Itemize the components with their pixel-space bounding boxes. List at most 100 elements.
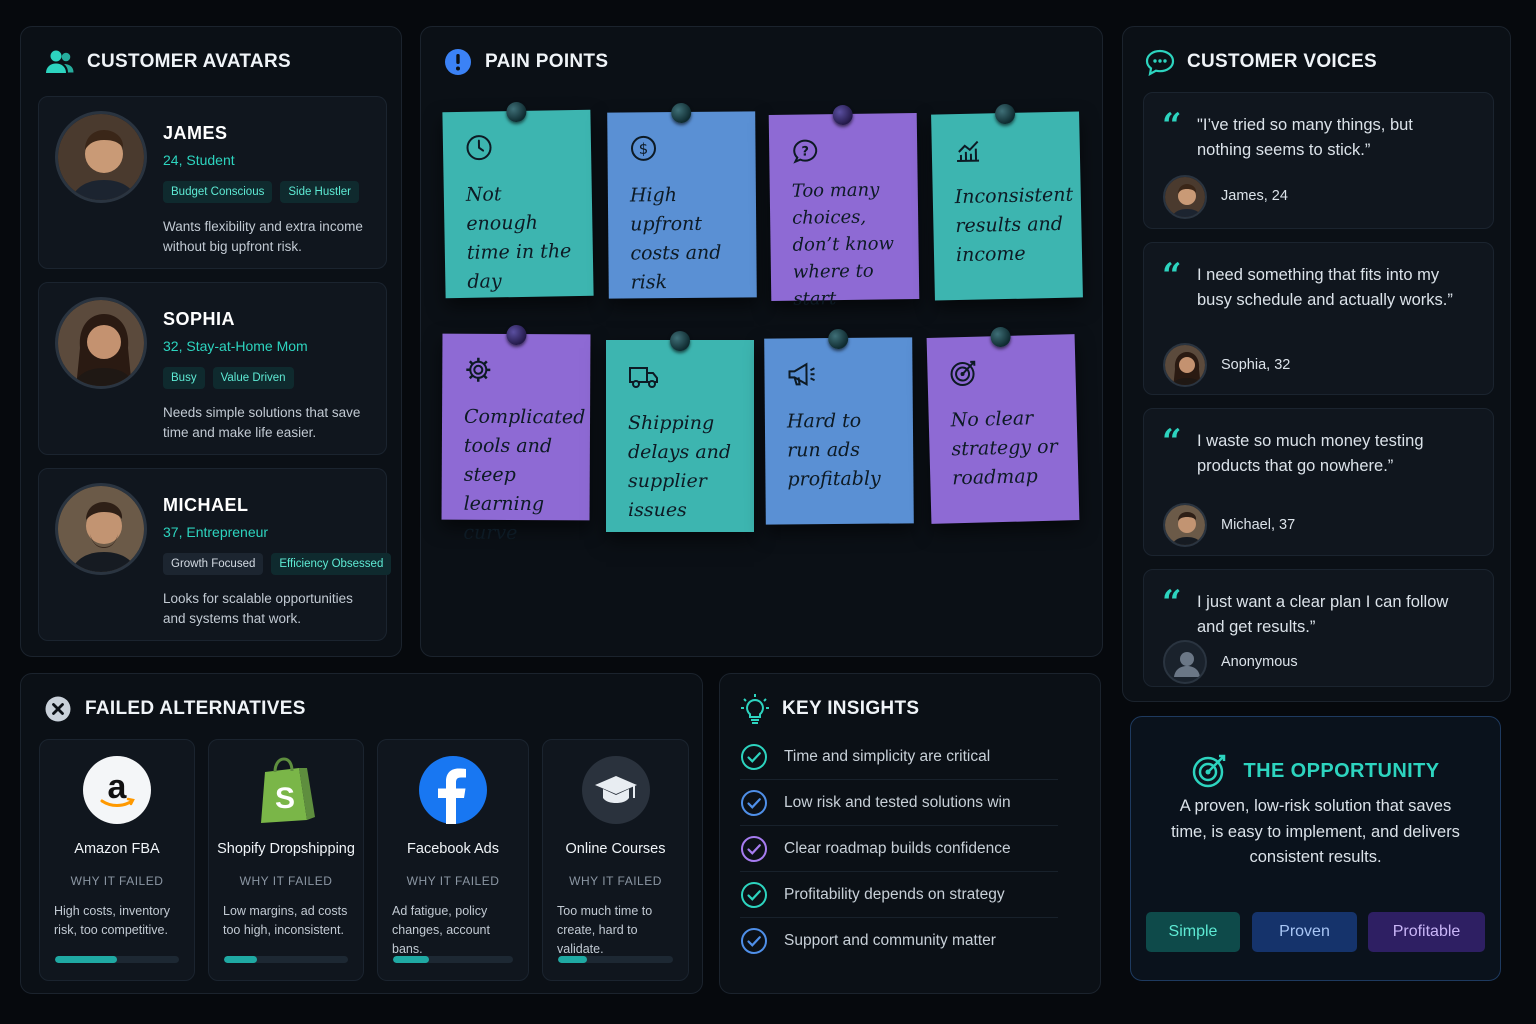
customer-voices-panel: CUSTOMER VOICES “ "I’ve tried so many th… [1122, 26, 1511, 702]
quote-icon: “ [1162, 583, 1182, 623]
failed-header: FAILED ALTERNATIVES [43, 694, 306, 724]
failed-description: High costs, inventory risk, too competit… [54, 904, 171, 937]
target-icon [1193, 754, 1226, 788]
avatar-card-michael[interactable]: MICHAEL 37, Entrepreneur Growth Focused … [38, 468, 392, 641]
sticky-note-text: High upfront costs and risk [629, 184, 722, 294]
pin-icon [671, 102, 692, 124]
quote-icon: “ [1162, 106, 1182, 146]
voice-card: “ "I’ve tried so many things, but nothin… [1143, 92, 1494, 229]
insight-item: Time and simplicity are critical [740, 734, 1058, 780]
insight-text: Clear roadmap builds confidence [784, 839, 1011, 857]
opportunity-description: A proven, low-risk solution that saves t… [1171, 797, 1460, 866]
failed-description: Ad fatigue, policy changes, account bans… [392, 904, 490, 956]
voice-quote: "I’ve tried so many things, but nothing … [1197, 116, 1413, 159]
dollar-icon: $ [631, 135, 657, 161]
avatar-card-sophia[interactable]: SOPHIA 32, Stay-at-Home Mom Busy Value D… [38, 282, 387, 455]
amazon-icon: a [83, 756, 151, 824]
sticky-note-text: Not enough time in the day [465, 183, 572, 293]
insight-item: Support and community matter [740, 918, 1058, 964]
failed-alternatives-panel: FAILED ALTERNATIVES a Amazon FBA WHY IT … [20, 673, 703, 994]
progress-fill [224, 956, 258, 963]
progress-bar [558, 956, 673, 963]
failed-description: Low margins, ad costs too high, inconsis… [223, 904, 348, 937]
exclamation-icon [443, 47, 473, 77]
avatar-description: Looks for scalable opportunities and sys… [163, 591, 353, 626]
failed-card[interactable]: Online Courses WHY IT FAILED Too much ti… [542, 739, 689, 981]
sticky-note[interactable]: No clear strategy or roadmap [926, 326, 1080, 524]
progress-bar [55, 956, 179, 963]
svg-text:a: a [108, 768, 128, 806]
truck-icon [629, 367, 658, 388]
avatars-title: CUSTOMER AVATARS [87, 51, 291, 72]
failed-card[interactable]: S Shopify Dropshipping WHY IT FAILED Low… [208, 739, 364, 981]
pain-points-title: PAIN POINTS [485, 51, 609, 72]
check-circle-icon [741, 928, 767, 954]
avatar-name: JAMES [163, 123, 228, 143]
sticky-note[interactable]: Inconsistent results and income [931, 103, 1083, 301]
sticky-note-text: Inconsistent results and income [954, 183, 1074, 267]
graduation-cap-icon [581, 756, 650, 824]
sticky-note[interactable]: Not enough time in the day [442, 101, 594, 299]
sticky-note-text: Shipping delays and supplier issues [628, 412, 732, 521]
check-circle-icon [741, 789, 767, 816]
chart-icon [957, 140, 980, 163]
simple-button[interactable]: Simple [1146, 912, 1240, 952]
why-failed-label: WHY IT FAILED [70, 874, 164, 888]
voice-quote: I just want a clear plan I can follow an… [1197, 593, 1449, 636]
pin-icon [506, 101, 527, 123]
check-circle-icon [741, 835, 767, 862]
progress-fill [393, 956, 429, 963]
sticky-note[interactable]: Complicated tools and steep learning cur… [441, 324, 591, 544]
insight-item: Profitability depends on strategy [740, 872, 1058, 918]
failed-name: Amazon FBA [74, 841, 160, 857]
opportunity-title: THE OPPORTUNITY [1243, 759, 1440, 782]
failed-card[interactable]: Facebook Ads WHY IT FAILED Ad fatigue, p… [377, 739, 529, 981]
pin-icon [832, 104, 853, 126]
pin-icon [994, 103, 1016, 125]
avatar-subtitle: 24, Student [163, 152, 235, 168]
progress-fill [558, 956, 587, 963]
megaphone-icon [788, 362, 815, 387]
users-icon [45, 47, 75, 77]
voice-card: “ I need something that fits into my bus… [1143, 242, 1494, 395]
profitable-button[interactable]: Profitable [1368, 912, 1485, 952]
avatar-card-james[interactable]: JAMES 24, Student Budget Conscious Side … [38, 96, 387, 269]
why-failed-label: WHY IT FAILED [569, 874, 662, 888]
lightbulb-icon [740, 694, 770, 724]
voice-author: Anonymous [1221, 654, 1298, 670]
insights-title: KEY INSIGHTS [782, 698, 920, 719]
key-insights-panel: KEY INSIGHTS Time and simplicity are cri… [719, 673, 1101, 994]
voice-quote: I waste so much money testing products t… [1197, 432, 1424, 475]
why-failed-label: WHY IT FAILED [239, 874, 333, 888]
sticky-note[interactable]: Hard to run ads profitably [764, 328, 914, 525]
opportunity-panel: THE OPPORTUNITY A proven, low-risk solut… [1130, 716, 1501, 981]
sticky-note-text: Complicated tools and steep learning cur… [463, 405, 586, 545]
avatar-tag: Side Hustler [280, 181, 359, 203]
customer-avatars-panel: CUSTOMER AVATARS JAMES 24, Student Budge… [20, 26, 402, 657]
voice-card: “ I just want a clear plan I can follow … [1143, 569, 1494, 687]
sticky-note[interactable]: ? Too many choices, don’t know where to … [768, 104, 920, 310]
proven-button[interactable]: Proven [1252, 912, 1357, 952]
insight-text: Support and community matter [784, 932, 996, 949]
pin-icon [506, 324, 527, 346]
why-failed-label: WHY IT FAILED [406, 874, 500, 888]
voice-author: James, 24 [1221, 188, 1288, 204]
avatar-subtitle: 37, Entrepreneur [163, 524, 269, 540]
svg-text:S: S [275, 782, 295, 815]
check-circle-icon [741, 743, 767, 770]
avatar [1163, 343, 1207, 387]
pin-icon [828, 328, 849, 350]
avatar-tag: Busy [163, 367, 205, 389]
avatar-description: Wants flexibility and extra income witho… [163, 219, 363, 254]
insight-text: Low risk and tested solutions win [784, 793, 1011, 811]
gear-icon [466, 357, 491, 382]
avatars-header: CUSTOMER AVATARS [45, 47, 291, 77]
avatar-tag: Value Driven [212, 367, 294, 389]
avatar-tag: Growth Focused [163, 553, 264, 575]
sticky-note[interactable]: $ High upfront costs and risk [607, 102, 757, 299]
insight-item: Clear roadmap builds confidence [740, 826, 1058, 872]
sticky-note[interactable]: Shipping delays and supplier issues [606, 331, 754, 532]
avatar [1163, 175, 1207, 219]
avatar [55, 483, 147, 575]
failed-card[interactable]: a Amazon FBA WHY IT FAILED High costs, i… [39, 739, 195, 981]
